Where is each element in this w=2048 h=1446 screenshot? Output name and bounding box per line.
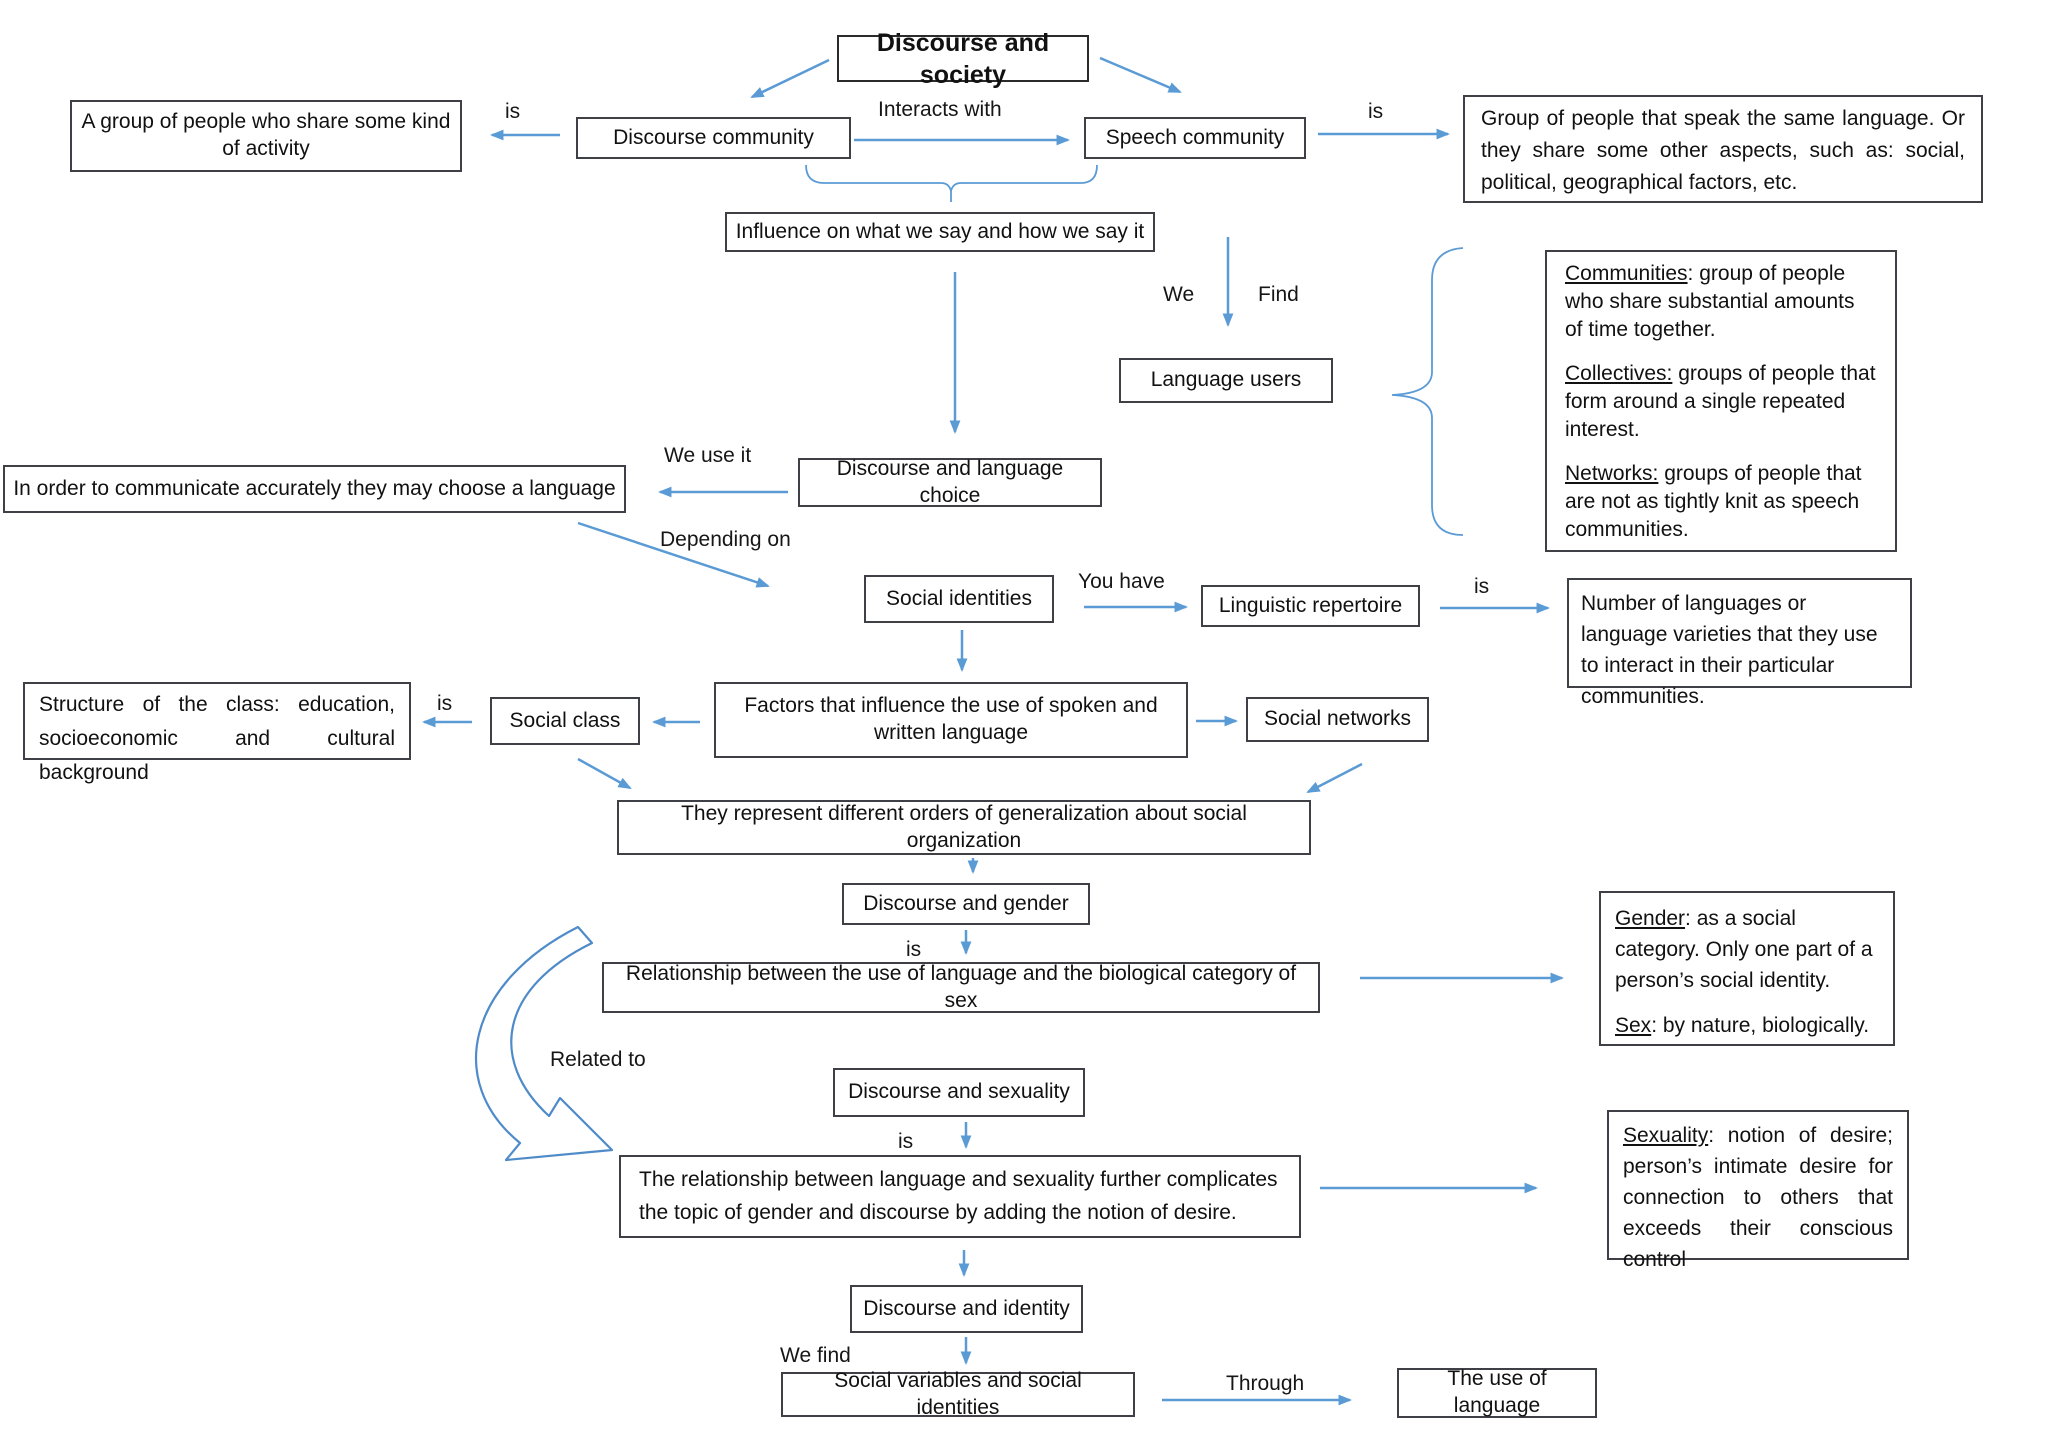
edge-label-is-class: is [437, 692, 453, 715]
node-social-class-definition: Structure of the class: education, socio… [23, 682, 411, 784]
node-generalization: They represent different orders of gener… [617, 800, 1311, 855]
node-discourse-identity: Discourse and identity [850, 1285, 1083, 1333]
definition-communities: Communities: group of people who share s… [1565, 262, 1855, 341]
node-group-activity-definition: A group of people who share some kind of… [70, 100, 462, 172]
edge-label-interacts-with: Interacts with [878, 98, 1002, 121]
node-relationship-sex: Relationship between the use of language… [602, 962, 1320, 1013]
node-use-of-language: The use of language [1397, 1367, 1597, 1418]
arrow-social-class-diagonal [577, 757, 632, 790]
node-social-networks: Social networks [1246, 697, 1429, 742]
node-social-class: Social class [490, 697, 640, 745]
edge-label-is-repertoire: is [1474, 575, 1490, 598]
edge-label-we-use-it: We use it [664, 444, 752, 467]
edge-label-is-sexuality: is [892, 1130, 920, 1154]
node-discourse-sexuality: Discourse and sexuality [833, 1068, 1085, 1117]
node-linguistic-repertoire: Linguistic repertoire [1201, 585, 1420, 627]
node-linguistic-repertoire-definition: Number of languages or language varietie… [1567, 578, 1912, 708]
node-language-users: Language users [1119, 358, 1333, 403]
definition-networks: Networks: groups of people that are not … [1565, 462, 1862, 541]
definition-sex: Sex: by nature, biologically. [1615, 1014, 1870, 1037]
definition-sexuality: Sexuality: notion of desire; person’s in… [1623, 1124, 1893, 1271]
arrow-depending-on [577, 521, 770, 588]
node-communicate-accurately: In order to communicate accurately they … [3, 465, 626, 513]
node-social-identities: Social identities [864, 575, 1054, 623]
edge-label-depending-on: Depending on [660, 528, 791, 551]
node-speech-community: Speech community [1084, 117, 1306, 159]
node-relationship-sexuality: The relationship between language and se… [619, 1155, 1301, 1238]
node-discourse-language-choice: Discourse and language choice [798, 457, 1102, 507]
edge-label-is-speech: is [1368, 100, 1384, 123]
node-social-variables: Social variables and social identities [781, 1369, 1135, 1419]
related-to-curved-arrow [474, 925, 614, 1162]
edge-label-is-gender: is [900, 938, 928, 962]
node-discourse-and-society: Discourse and society [837, 29, 1089, 89]
arrow-title-to-discourse-community [750, 58, 830, 99]
node-influence: Influence on what we say and how we say … [725, 212, 1155, 252]
edge-label-related-to: Related to [550, 1048, 646, 1071]
node-factors: Factors that influence the use of spoken… [714, 682, 1188, 758]
edge-label-we-find: We find [780, 1344, 851, 1367]
arrow-title-to-speech-community [1099, 56, 1182, 94]
brace-language-users [1391, 247, 1464, 536]
edge-label-we: We [1163, 283, 1195, 306]
edge-label-is-group: is [505, 100, 521, 123]
node-speech-community-definition: Group of people that speak the same lang… [1463, 95, 1983, 203]
node-gender-definition: Gender: as a social category. Only one p… [1599, 891, 1895, 1046]
edge-label-find: Find [1258, 283, 1299, 306]
edge-label-through: Through [1226, 1372, 1305, 1395]
underbrace-communities [805, 164, 1098, 202]
definition-gender: Gender: as a social category. Only one p… [1615, 907, 1873, 992]
definition-collectives: Collectives: groups of people that form … [1565, 362, 1876, 441]
arrow-social-networks-diagonal [1306, 762, 1363, 794]
node-discourse-community: Discourse community [576, 117, 851, 159]
edge-label-you-have: You have [1078, 570, 1165, 593]
node-sexuality-definition: Sexuality: notion of desire; person’s in… [1607, 1110, 1909, 1271]
node-communities-definitions: Communities: group of people who share s… [1545, 250, 1897, 552]
node-discourse-gender: Discourse and gender [842, 883, 1090, 925]
